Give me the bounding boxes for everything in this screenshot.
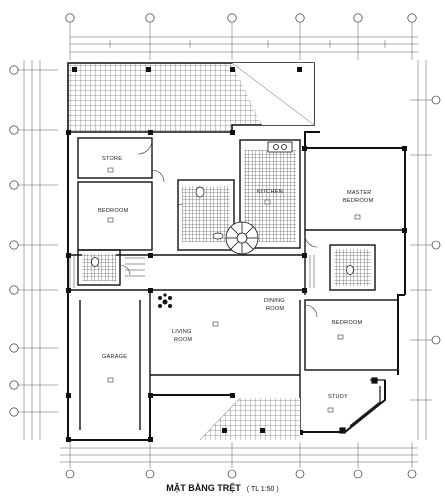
left-axis-markers bbox=[9, 65, 19, 417]
bottom-axis-markers bbox=[65, 469, 417, 479]
columns bbox=[66, 130, 407, 442]
spiral-stair bbox=[225, 221, 259, 255]
bottom-dimensions bbox=[60, 442, 418, 468]
front-terrace bbox=[67, 62, 315, 133]
label-master-2: BEDROOM bbox=[343, 198, 373, 204]
study-bay bbox=[339, 377, 386, 434]
label-bedroom-right: BEDROOM bbox=[332, 320, 362, 326]
label-study: STUDY bbox=[328, 394, 348, 400]
label-dining-1: DINING bbox=[264, 298, 285, 304]
right-axis-markers bbox=[431, 95, 441, 345]
label-store: STORE bbox=[102, 156, 122, 162]
label-dining-2: ROOM bbox=[266, 306, 284, 312]
label-garage: GARAGE bbox=[102, 354, 127, 360]
label-living-2: ROOM bbox=[174, 337, 192, 343]
label-bedroom-left: BEDROOM bbox=[98, 208, 128, 214]
room-tags bbox=[107, 167, 361, 413]
label-kitchen: KITCHEN bbox=[257, 189, 283, 195]
title-text: MẶT BẰNG TRỆT bbox=[166, 483, 241, 493]
interior-walls bbox=[68, 137, 405, 432]
top-dimensions bbox=[69, 23, 418, 60]
bath-tile-center bbox=[182, 186, 230, 242]
bath-tile-left bbox=[82, 254, 116, 281]
toilet-fixtures bbox=[91, 186, 354, 275]
room-labels: STORE BEDROOM KITCHEN MASTER BEDROOM LIV… bbox=[98, 156, 373, 400]
drawing-title: MẶT BẰNG TRỆT ( TL 1:50 ) bbox=[0, 483, 445, 493]
rear-terrace bbox=[199, 397, 300, 441]
kitchen-counter bbox=[267, 141, 293, 153]
label-master-1: MASTER bbox=[347, 190, 372, 196]
left-dimensions bbox=[18, 60, 58, 440]
label-living-1: LIVING bbox=[172, 329, 192, 335]
top-axis-markers bbox=[65, 13, 417, 23]
right-dimensions bbox=[410, 60, 432, 440]
scale-text: ( TL 1:50 ) bbox=[246, 486, 279, 493]
plant-icon bbox=[158, 293, 172, 308]
steps bbox=[69, 255, 315, 288]
